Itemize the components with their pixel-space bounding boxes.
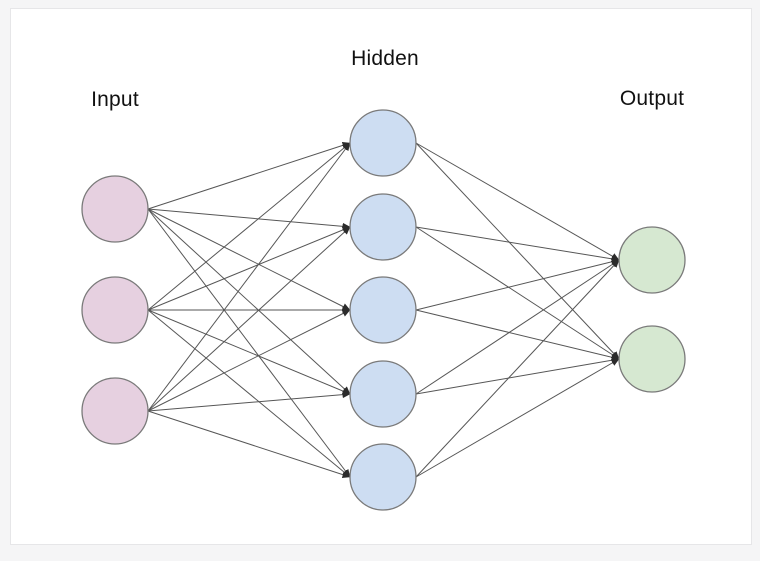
hidden-node-4 [349,360,417,428]
hidden-node-2 [349,193,417,261]
hidden-node-5 [349,443,417,511]
edge-input3-hidden5 [147,410,351,478]
edge-input2-hidden5 [147,309,351,478]
edge-hidden5-output1 [415,259,620,478]
output-node-2 [618,325,686,393]
edge-input1-hidden5 [147,208,351,478]
edge-hidden4-output1 [415,259,620,395]
edge-input1-hidden3 [147,208,351,311]
input-node-1 [81,175,149,243]
input-node-3 [81,377,149,445]
layer-label-hidden: Hidden [351,47,419,70]
edge-hidden4-output2 [415,356,620,395]
layer-label-input: Input [91,88,139,111]
hidden-node-1 [349,109,417,177]
edge-input3-hidden2 [147,226,351,412]
edge-input3-hidden4 [147,391,351,412]
edge-input2-hidden1 [147,142,351,311]
edge-hidden1-output2 [415,142,620,360]
edge-hidden2-output1 [415,226,620,263]
edge-hidden2-output2 [415,226,620,360]
edge-hidden3-output1 [415,258,620,311]
edge-input3-hidden1 [147,142,351,412]
output-node-1 [618,226,686,294]
edge-input1-hidden1 [147,142,351,210]
edge-input1-hidden4 [147,208,351,395]
edge-input3-hidden3 [147,309,351,412]
input-node-2 [81,276,149,344]
hidden-node-3 [349,276,417,344]
edge-input2-hidden2 [147,226,351,311]
layer-label-output: Output [619,87,685,110]
edge-input2-hidden4 [147,309,351,395]
edge-input1-hidden2 [147,208,351,230]
edge-hidden5-output2 [415,358,620,478]
edge-hidden1-output1 [415,142,620,261]
edge-hidden3-output2 [415,309,620,361]
